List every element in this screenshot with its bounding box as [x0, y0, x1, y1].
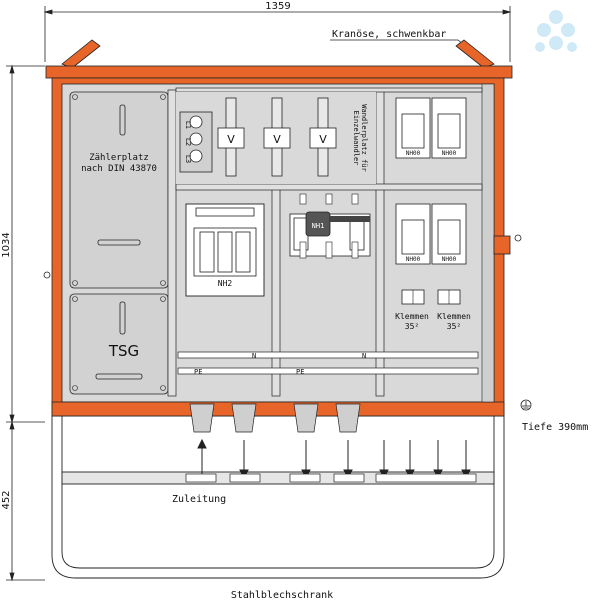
earth-icon [520, 399, 532, 411]
tsg-label: TSG [108, 342, 139, 360]
n-bar-label-2: N [362, 352, 366, 360]
base-frame [51, 416, 505, 579]
housing-bottom [51, 401, 505, 417]
current-transformer-3: V [309, 97, 337, 177]
pe-bar-label-2: PE [296, 368, 304, 376]
height-dimension [6, 64, 45, 582]
converter-area: V V V [176, 92, 376, 184]
terminal-right-size: 35² [447, 322, 461, 331]
cabinet-type-label: Stahlblechschrank [231, 590, 333, 600]
door-handle [493, 235, 511, 255]
converter-place-label-1: Wandlerplatz für [360, 104, 368, 171]
svg-text:V: V [319, 133, 327, 146]
height-base-label: 452 [1, 490, 12, 509]
nh00-mid-pair [395, 203, 467, 265]
meter-section [69, 91, 169, 289]
supply-label: Zuleitung [172, 494, 226, 505]
phase-l1-label: L1 [184, 121, 192, 129]
terminal-right-label: Klemmen [437, 312, 471, 321]
n-bar-label-1: N [252, 352, 256, 360]
phase-l3-label: L3 [184, 155, 192, 163]
terminal-left-size: 35² [405, 322, 419, 331]
phase-l2-label: L2 [184, 138, 192, 146]
nh2-fuse-switch [185, 203, 265, 297]
svg-text:V: V [227, 133, 235, 146]
width-label: 1359 [265, 1, 290, 12]
height-cabinet-label: 1034 [1, 232, 12, 257]
svg-text:V: V [273, 133, 281, 146]
busbars [177, 351, 479, 375]
nh00-mid-right-label: NH00 [442, 256, 457, 263]
current-transformer-2: V [263, 97, 291, 177]
pe-bar-label-1: PE [194, 368, 202, 376]
nh00-top-right-label: NH00 [442, 150, 457, 157]
current-transformer-1: V [217, 97, 245, 177]
nh00-mid-left-label: NH00 [406, 256, 421, 263]
crane-lug-right [455, 39, 495, 69]
cable-glands [189, 403, 361, 433]
mounting-rails [167, 87, 483, 397]
nh2-label: NH2 [218, 279, 233, 288]
meter-place-label: Zählerplatz [89, 153, 149, 163]
crane-eye-label: Kranöse, schwenkbar [332, 29, 446, 40]
nh00-top-pair [395, 97, 467, 159]
nh1-label: NH1 [312, 222, 325, 230]
nh00-top-left-label: NH00 [406, 150, 421, 157]
terminal-left-label: Klemmen [395, 312, 429, 321]
feed-terminals [185, 473, 477, 483]
width-dimension [43, 6, 512, 62]
depth-label: Tiefe 390mm [522, 422, 588, 433]
meter-standard-label: nach DIN 43870 [81, 164, 157, 174]
nh1-switch [289, 193, 371, 259]
crane-lug-left [61, 39, 101, 69]
watermark-icon [535, 10, 577, 52]
converter-place-label-2: Einzelwandler [352, 111, 360, 166]
terminal-blocks [401, 289, 461, 305]
housing-roof [45, 65, 513, 79]
